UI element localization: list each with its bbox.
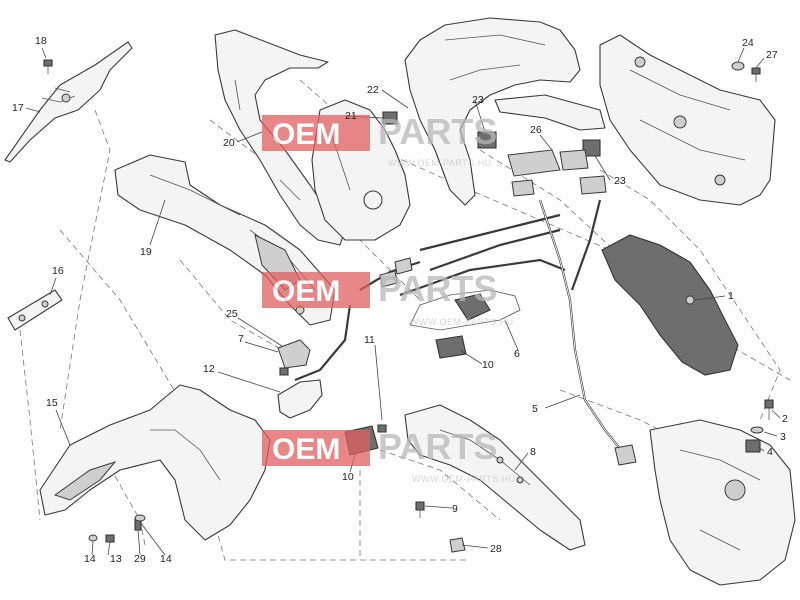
washer-24: [731, 61, 745, 71]
callout-18: 18: [35, 35, 47, 47]
callout-13: 13: [110, 553, 122, 565]
callout-12: 12: [203, 363, 215, 375]
callout-7: 7: [238, 333, 244, 345]
callout-14a: 14: [84, 553, 96, 565]
lower-right-bracket: [649, 419, 796, 586]
callout-17: 17: [12, 102, 24, 114]
callout-labels: 1 2 3 4 5 6 7 8 9 10 10 11 12 13 14 14 1…: [12, 35, 788, 565]
plate-holder-bracket: [4, 41, 133, 163]
svg-text:PARTS: PARTS: [378, 111, 497, 152]
turn-signal-6: [409, 289, 521, 331]
watermark-bottom: OEM PARTS WWW.OEM-PARTS.HU: [262, 426, 516, 484]
callout-22: 22: [367, 84, 379, 96]
grommet-21: [382, 111, 398, 125]
callout-2: 2: [782, 413, 788, 425]
svg-text:PARTS: PARTS: [378, 268, 497, 309]
callout-21: 21: [345, 110, 357, 122]
callout-26: 26: [530, 124, 542, 136]
screw-7: [279, 367, 289, 376]
leader-lines: [25, 47, 781, 556]
svg-text:WWW.OEM-PARTS.HU: WWW.OEM-PARTS.HU: [412, 474, 516, 484]
callout-25: 25: [226, 308, 238, 320]
upper-tail-frame: [404, 17, 606, 206]
watermark-top: OEM PARTS WWW.OEM-PARTS.HU: [262, 111, 497, 168]
rear-subframe: [599, 34, 776, 206]
svg-text:OEM: OEM: [272, 433, 340, 466]
callout-3: 3: [780, 431, 786, 443]
callout-15: 15: [46, 397, 58, 409]
svg-text:WWW.OEM-PARTS.HU: WWW.OEM-PARTS.HU: [388, 158, 492, 168]
callout-24: 24: [742, 37, 754, 49]
svg-text:OEM: OEM: [272, 118, 340, 151]
callout-8: 8: [530, 446, 536, 458]
callout-23a: 23: [472, 94, 484, 106]
callout-19: 19: [140, 246, 152, 258]
rear-fender-15: [39, 384, 271, 541]
callout-6: 6: [514, 348, 520, 360]
callout-20: 20: [223, 137, 235, 149]
wiring-harness: [294, 199, 637, 466]
screw-11: [377, 424, 387, 433]
bolt-18: [43, 59, 53, 74]
fasteners-2-3-4: [745, 399, 774, 453]
plate-mount-8: [404, 404, 586, 551]
callout-27: 27: [766, 49, 778, 61]
callout-28: 28: [490, 543, 502, 555]
svg-text:PARTS: PARTS: [378, 426, 497, 467]
callout-5: 5: [532, 403, 538, 415]
callout-23b: 23: [614, 175, 626, 187]
grommet-23a: [477, 131, 497, 149]
nut-28: [449, 537, 466, 553]
watermark-middle: OEM PARTS WWW.OEM-PARTS.HU: [262, 268, 514, 327]
heat-shield: [601, 234, 739, 376]
reflector-12: [277, 379, 323, 419]
bolt-14-13: [88, 514, 146, 543]
screw-27: [751, 67, 761, 82]
callout-29: 29: [134, 553, 146, 565]
plate-light-25: [277, 339, 311, 369]
svg-text:OEM: OEM: [272, 275, 340, 308]
callout-4: 4: [767, 446, 773, 458]
callout-1: 1: [728, 290, 734, 302]
callout-16: 16: [52, 265, 64, 277]
svg-text:WWW.OEM-PARTS.HU: WWW.OEM-PARTS.HU: [410, 317, 514, 327]
callout-10b: 10: [342, 471, 354, 483]
plate-light-16: [7, 289, 63, 331]
screw-9: [415, 501, 425, 518]
connector-26: [507, 149, 607, 197]
callout-14b: 14: [160, 553, 172, 565]
callout-11: 11: [364, 334, 375, 346]
grommet-10a: [435, 335, 467, 359]
callout-9: 9: [452, 503, 458, 515]
callout-10a: 10: [482, 359, 494, 371]
